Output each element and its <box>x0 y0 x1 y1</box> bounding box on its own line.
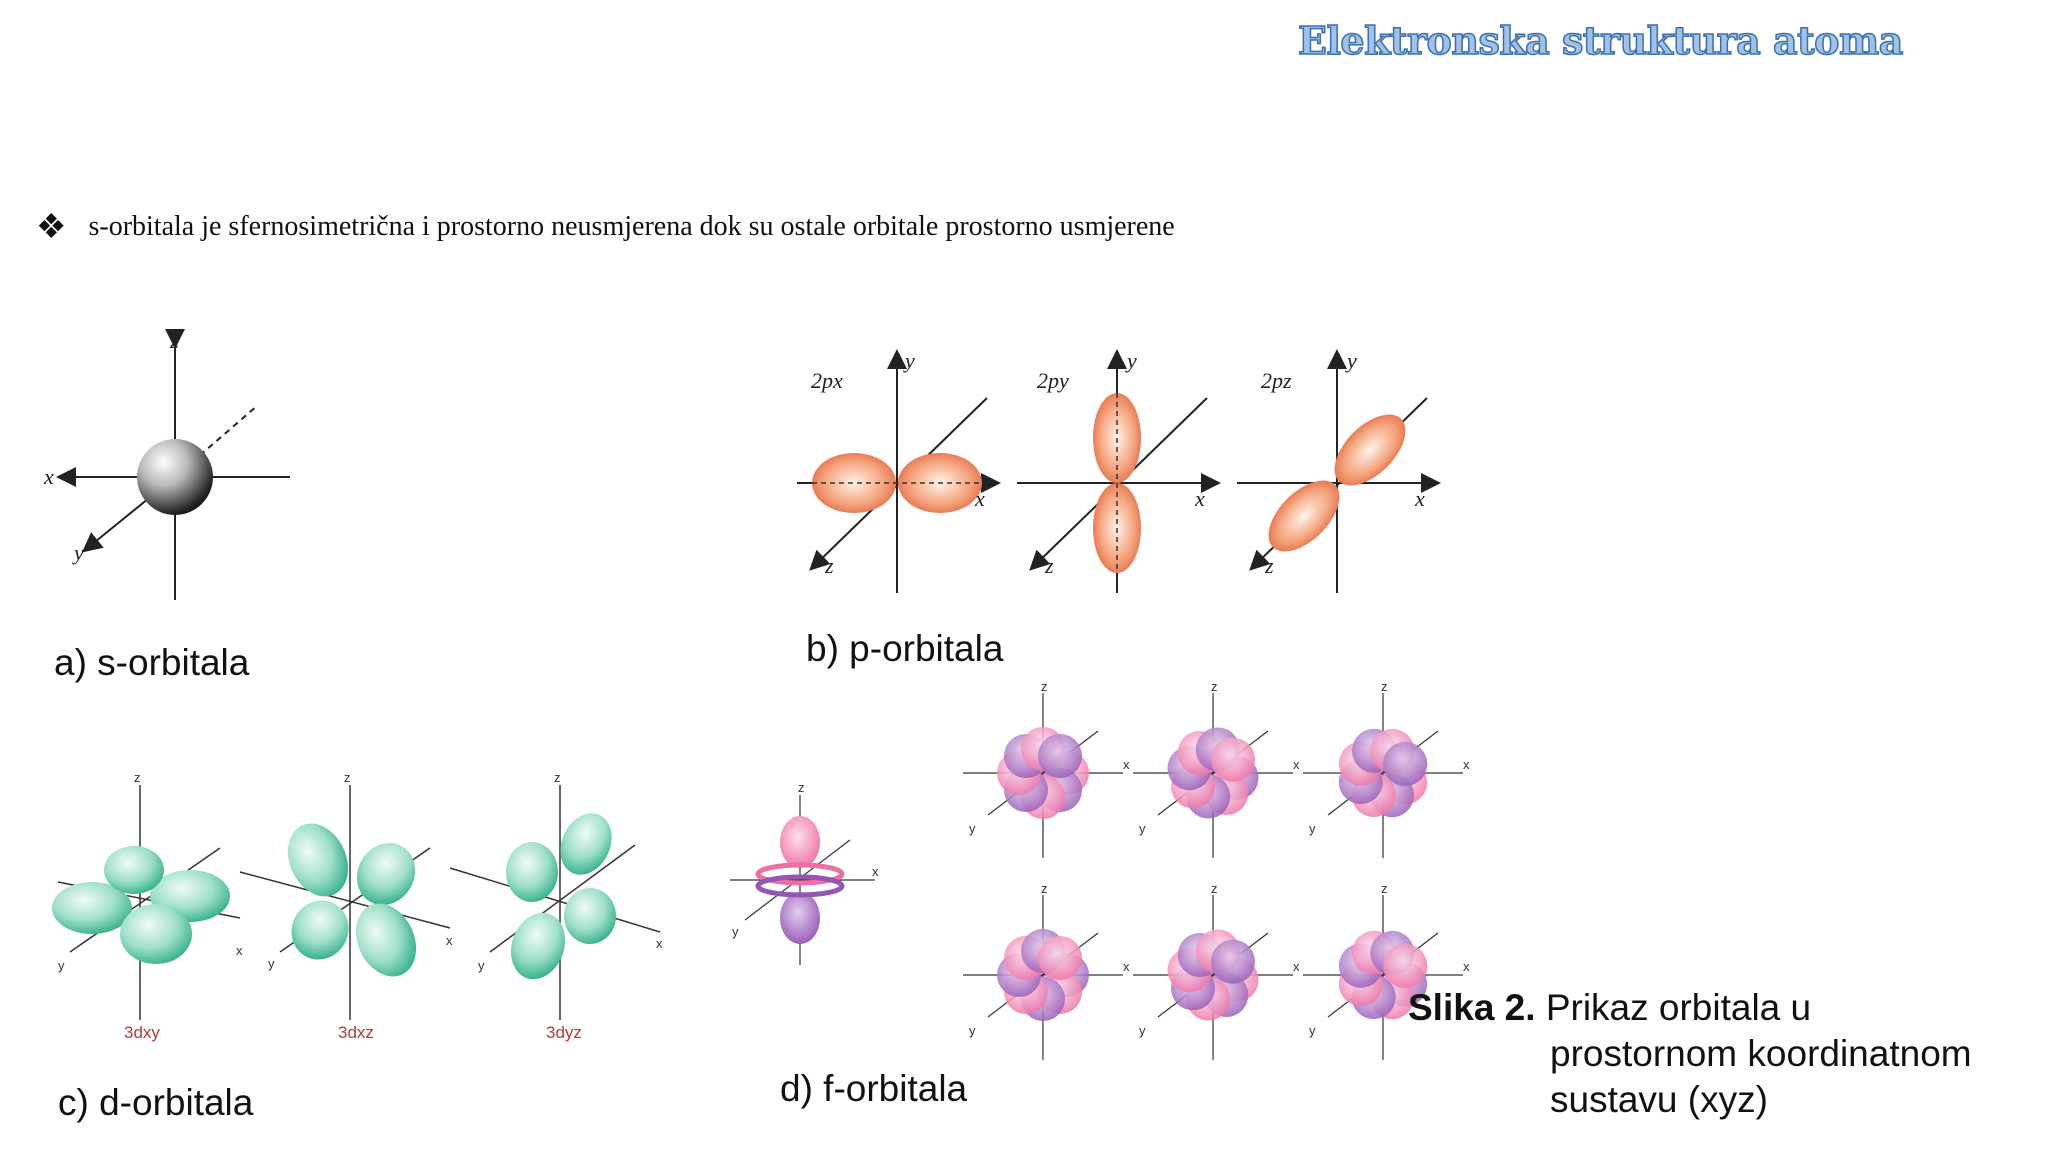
svg-text:x: x <box>1293 959 1300 974</box>
svg-text:y: y <box>969 1023 976 1038</box>
svg-text:y: y <box>1139 821 1146 836</box>
d-orbital-dxy: z x y 3dxy <box>52 770 243 1042</box>
bullet-text: s-orbitala je sfernosimetrična i prostor… <box>88 211 1175 242</box>
s-orbital-sphere <box>137 439 213 515</box>
f-orbital-5: z x y <box>963 881 1130 1060</box>
figure-caption-line3: sustavu (xyz) <box>1550 1079 1768 1120</box>
svg-text:z: z <box>1264 553 1274 578</box>
svg-text:y: y <box>1309 821 1316 836</box>
s-axis-x-label: x <box>43 464 54 489</box>
svg-text:y: y <box>1139 1023 1146 1038</box>
svg-text:z: z <box>1041 881 1048 896</box>
svg-text:z: z <box>1211 881 1218 896</box>
svg-text:x: x <box>1194 486 1205 511</box>
svg-text:y: y <box>1309 1023 1316 1038</box>
f-orbital-6: z x y <box>1133 881 1300 1060</box>
svg-text:y: y <box>268 956 275 971</box>
svg-text:x: x <box>1463 757 1470 772</box>
svg-text:z: z <box>824 553 834 578</box>
svg-text:x: x <box>236 943 243 958</box>
svg-text:z: z <box>554 770 561 785</box>
p-orbital-py: 2py y x z <box>1017 348 1221 593</box>
svg-text:y: y <box>478 958 485 973</box>
f-orbital-4: z x y <box>1303 679 1470 858</box>
svg-text:y: y <box>1345 348 1357 373</box>
s-axis-y-label: y <box>72 540 84 565</box>
svg-text:y: y <box>732 924 739 939</box>
d-orbital-dyz: z x y 3dyz <box>449 770 663 1042</box>
p-orbital-px: 2px y x z <box>797 348 1001 593</box>
caption-f-orbital: d) f-orbitala <box>780 1068 968 1109</box>
svg-text:z: z <box>1211 679 1218 694</box>
f-orbital-1: z x y <box>730 780 879 965</box>
label-3dxy: 3dxy <box>124 1023 160 1042</box>
svg-text:x: x <box>1414 486 1425 511</box>
s-axis-z-label: z <box>169 328 179 353</box>
four-diamond-bullet-icon: ❖ <box>36 208 67 246</box>
svg-text:x: x <box>974 486 985 511</box>
svg-text:x: x <box>1123 757 1130 772</box>
svg-text:x: x <box>656 936 663 951</box>
bullet-point: ❖ s-orbitala je sfernosimetrična i prost… <box>36 210 1175 244</box>
label-3dyz: 3dyz <box>546 1023 582 1042</box>
f-orbital-grid: z x y z x y z x y z x y z x y z x y <box>963 679 1470 1060</box>
label-3dxz: 3dxz <box>338 1023 374 1042</box>
svg-text:y: y <box>903 348 915 373</box>
label-2pz: 2pz <box>1261 368 1292 393</box>
figure-caption: Slika 2. Prikaz orbitala u prostornom ko… <box>1408 985 1972 1123</box>
svg-text:x: x <box>1123 959 1130 974</box>
label-2px: 2px <box>811 368 843 393</box>
f-orbital-7: z x y <box>1303 881 1470 1060</box>
label-2py: 2py <box>1037 368 1069 393</box>
svg-text:x: x <box>1293 757 1300 772</box>
slide-title: Elektronska struktura atoma <box>1297 17 1904 64</box>
caption-p-orbital: b) p-orbitala <box>806 628 1004 669</box>
svg-text:z: z <box>1381 679 1388 694</box>
svg-text:x: x <box>1463 959 1470 974</box>
svg-text:y: y <box>969 821 976 836</box>
svg-text:z: z <box>798 780 805 795</box>
f-orbital-3: z x y <box>1133 679 1300 858</box>
caption-s-orbital: a) s-orbitala <box>54 642 250 683</box>
f-orbital-2: z x y <box>963 679 1130 858</box>
svg-text:x: x <box>872 864 879 879</box>
d-orbital-dxz: z x y 3dxz <box>239 770 453 1042</box>
svg-text:z: z <box>1041 679 1048 694</box>
figure-caption-line1: Prikaz orbitala u <box>1545 987 1812 1028</box>
svg-text:z: z <box>1044 553 1054 578</box>
figure-caption-line2: prostornom koordinatnom <box>1550 1033 1972 1074</box>
svg-text:x: x <box>446 933 453 948</box>
svg-text:z: z <box>134 770 141 785</box>
p-orbital-pz: 2pz y x z <box>1237 348 1441 593</box>
svg-text:y: y <box>1125 348 1137 373</box>
caption-d-orbital: c) d-orbitala <box>58 1082 254 1123</box>
s-orbital-diagram: z x y <box>43 328 290 600</box>
svg-text:z: z <box>344 770 351 785</box>
svg-text:y: y <box>58 958 65 973</box>
figure-caption-number: Slika 2. <box>1408 987 1536 1028</box>
svg-text:z: z <box>1381 881 1388 896</box>
